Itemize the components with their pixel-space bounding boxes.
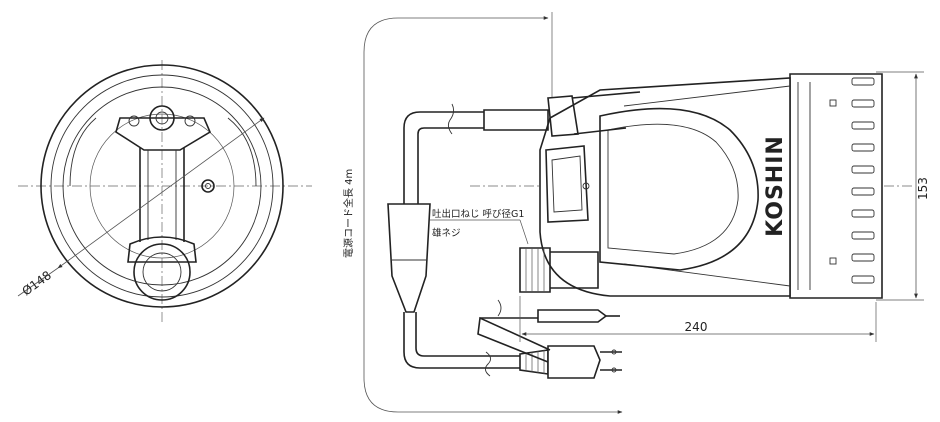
handle-loop-inner [607,123,739,255]
switch-cover-inner [551,155,583,213]
plug-body [547,345,601,379]
outlet-neck [550,251,599,289]
height-dimension-label: 153 [916,177,930,200]
male-thread-label: 雄ネジ [432,227,461,239]
rim-lip-left [69,117,97,187]
diameter-dimension-line [57,117,265,269]
handle-loop-outer [599,107,759,271]
cord-guard [571,91,641,135]
strainer-slot [851,143,875,152]
strainer-slot [851,187,875,196]
plug-grip-ridges [525,350,545,374]
strainer-slot [851,99,875,108]
pump-motor-body [539,77,791,297]
strainer-slots [851,77,875,284]
thread-pitch-lines [525,248,545,292]
side-view: 電源コード全長 4m [342,12,930,414]
cord-bushing [483,109,549,131]
length-dimension-label: 240 [685,320,708,334]
strainer-slot [851,121,875,130]
outlet-label-pointer [519,219,529,245]
cord-break-mark-top [447,103,455,135]
rim-inner-circle [50,74,274,298]
plug-prongs [600,351,622,371]
ground-clip [537,309,608,323]
prong-hole-bottom [611,367,617,373]
strainer-slot [851,77,875,86]
ground-wire [477,316,551,363]
diameter-leader [17,267,59,297]
cord-break-mark-bottom [485,351,491,377]
strainer-inner-lines [797,82,811,290]
body-screw [582,182,590,190]
power-cord-lower-outer [403,312,520,369]
base-mark-top [829,99,837,107]
prong-hole-top [611,349,617,355]
power-cord-upper-inner [417,127,484,206]
outer-rim-circle [40,64,284,308]
body-top-edge [623,85,791,107]
top-view: Ø148 [17,60,312,322]
base-mark-bottom [829,257,837,265]
strainer-slot [851,231,875,240]
strainer-slot [851,209,875,218]
cord-plug-housing [387,203,431,313]
strainer-slot [851,253,875,262]
diameter-label: Ø148 [20,268,54,298]
strainer-slot [851,165,875,174]
power-cord-upper-outer [403,111,484,206]
switch-cover [545,145,589,223]
outlet-thread [519,247,551,293]
koshin-logo: KOSHIN [763,135,788,237]
strainer-slot [851,275,875,284]
cord-length-label: 電源コード全長 4m [342,169,355,258]
outlet-thread-label: 吐出口ねじ 呼び径G1 [432,208,524,220]
ground-wire-break-mark [497,299,502,317]
power-cord-lower-inner [415,312,520,357]
cord-length-dimension [363,16,623,414]
